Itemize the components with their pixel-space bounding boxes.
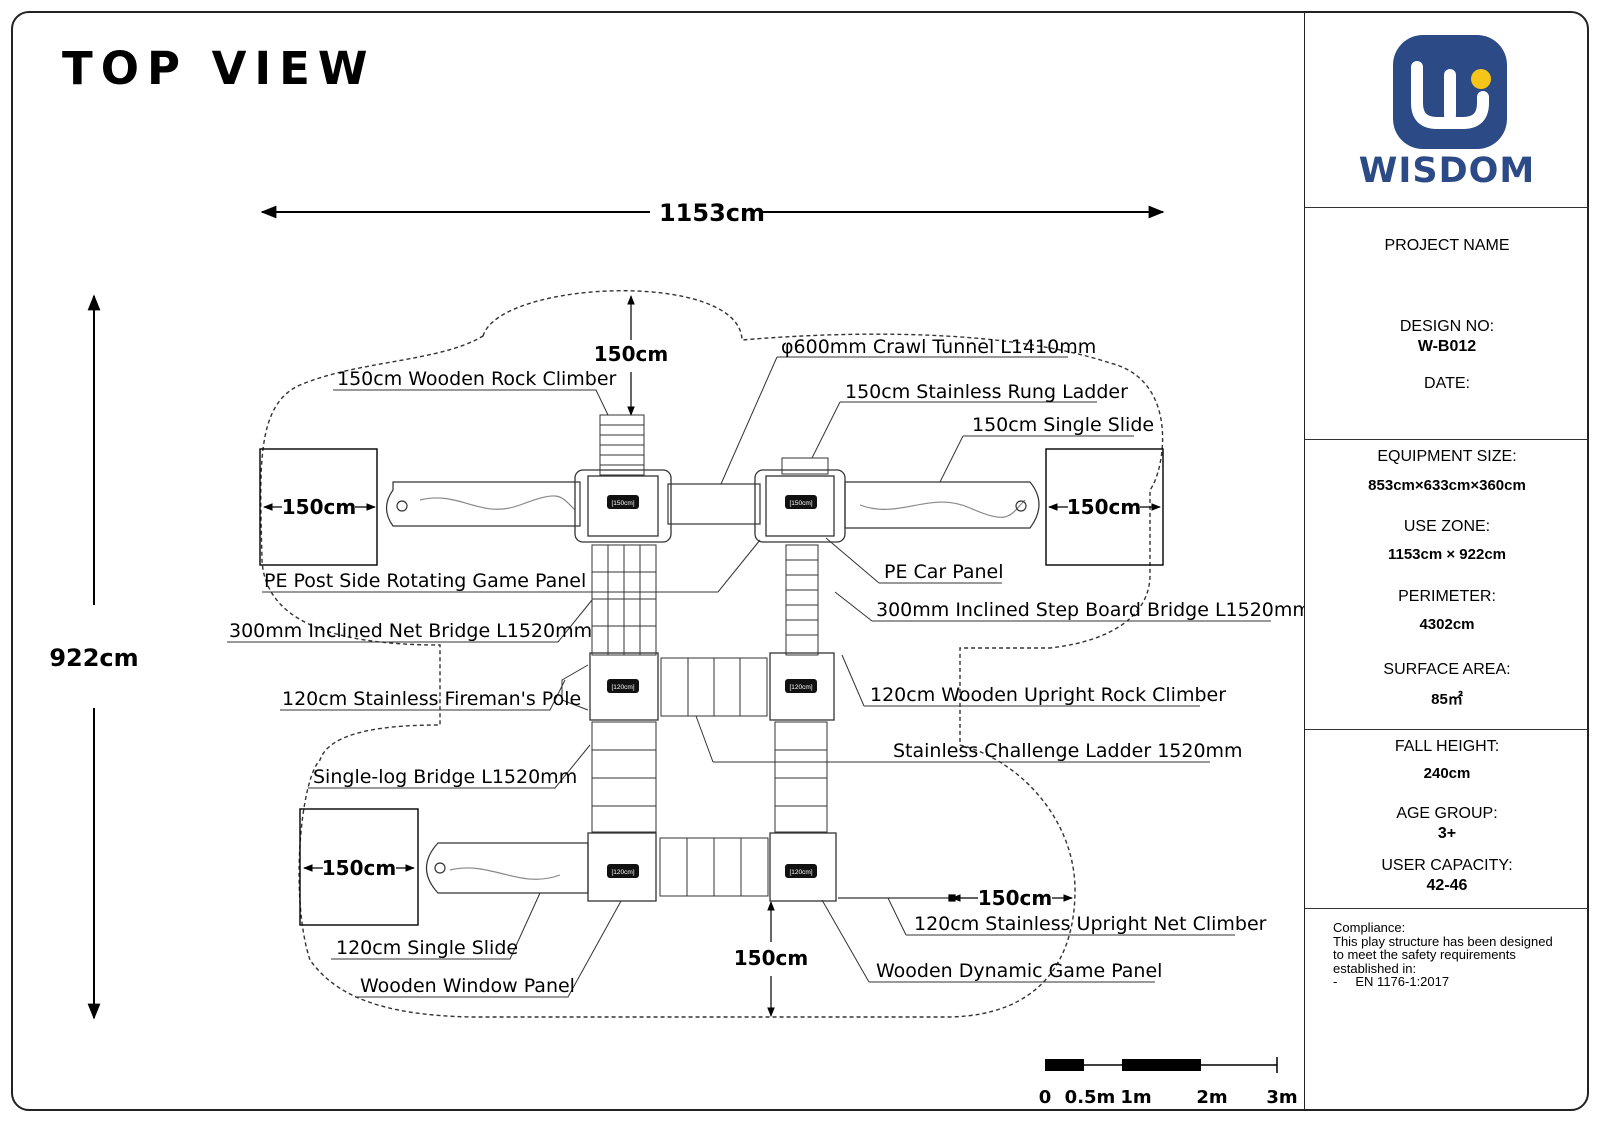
towers bbox=[574, 469, 846, 902]
label-firemans-pole: 120cm Stainless Fireman's Pole bbox=[282, 688, 581, 710]
label-wooden-rock-climber: 150cm Wooden Rock Climber bbox=[337, 368, 617, 390]
compliance-line: This play structure has been designed bbox=[1333, 933, 1553, 949]
scale-bar bbox=[1045, 1057, 1278, 1073]
slides bbox=[385, 481, 1040, 894]
use-zone-outline bbox=[260, 290, 1164, 1018]
equipment-size-value: 853cm×633cm×360cm bbox=[1368, 477, 1526, 494]
compliance-text: Compliance: This play structure has been… bbox=[1333, 921, 1553, 989]
deck-tag-1: [150cm] bbox=[611, 500, 634, 507]
separator bbox=[1305, 207, 1589, 208]
use-zone-value: 1153cm × 922cm bbox=[1387, 546, 1507, 563]
clearance-top: 150cm bbox=[594, 342, 668, 366]
clearance-bottom: 150cm bbox=[734, 946, 808, 970]
user-capacity-label: USER CAPACITY: bbox=[1381, 857, 1513, 874]
equipment-size-label: EQUIPMENT SIZE: bbox=[1377, 448, 1517, 465]
label-rung-ladder: 150cm Stainless Rung Ladder bbox=[845, 381, 1128, 403]
label-single-slide-150: 150cm Single Slide bbox=[972, 414, 1154, 436]
surface-area-value: 85㎡ bbox=[1431, 691, 1463, 708]
compliance-line: established in: bbox=[1333, 960, 1417, 976]
compliance-line: to meet the safety requirements bbox=[1333, 947, 1516, 962]
label-net-climber: 120cm Stainless Upright Net Climber bbox=[914, 913, 1267, 935]
separator bbox=[1305, 729, 1589, 730]
use-zone-label: USE ZONE: bbox=[1403, 518, 1491, 535]
deck-tags bbox=[607, 495, 817, 878]
perimeter-label: PERIMETER: bbox=[1398, 588, 1496, 605]
compliance-line: Compliance: bbox=[1333, 920, 1406, 935]
deck-tag-3: [120cm] bbox=[611, 684, 634, 691]
clearance-bottom-slide: 150cm bbox=[322, 856, 396, 880]
brand-name: WISDOM bbox=[1358, 151, 1536, 191]
scale-tick-3: 3m bbox=[1266, 1087, 1297, 1108]
label-single-log-bridge: Single-log Bridge L1520mm bbox=[313, 766, 577, 788]
clearance-dims bbox=[263, 295, 1161, 1017]
clearance-right-slide: 150cm bbox=[1067, 495, 1141, 519]
user-capacity-value: 42-46 bbox=[1426, 877, 1468, 894]
top-view-drawing: 1153cm 922cm 150cm 150cm 150cm 150cm 150… bbox=[49, 12, 1305, 1110]
deck-tag-4: [120cm] bbox=[789, 684, 812, 691]
scale-tick-0: 0 bbox=[1039, 1087, 1052, 1108]
deck-tag-2: [150cm] bbox=[789, 500, 812, 507]
compliance-line: - EN 1176-1:2017 bbox=[1333, 974, 1450, 989]
date-label: DATE: bbox=[1424, 375, 1470, 392]
slide-zone-left bbox=[259, 448, 378, 566]
wisdom-logo bbox=[1393, 35, 1507, 149]
scale-tick-1: 1m bbox=[1120, 1087, 1151, 1108]
perimeter-value: 4302cm bbox=[1419, 616, 1475, 633]
label-net-bridge: 300mm Inclined Net Bridge L1520mm bbox=[229, 620, 592, 642]
drawing-title: TOP VIEW bbox=[62, 42, 376, 95]
slide-zone-bottom bbox=[299, 808, 419, 926]
label-window-panel: Wooden Window Panel bbox=[360, 975, 575, 997]
age-group-label: AGE GROUP: bbox=[1396, 805, 1498, 822]
crawl-tunnel bbox=[667, 483, 761, 525]
bridges bbox=[561, 544, 828, 897]
width-dimension: 1153cm bbox=[659, 199, 765, 227]
depth-dimension: 922cm bbox=[49, 644, 138, 672]
fall-height-label: FALL HEIGHT: bbox=[1394, 738, 1500, 755]
wooden-rock-climber bbox=[599, 414, 645, 476]
separator bbox=[1305, 439, 1589, 440]
slide-zone-right bbox=[1045, 448, 1164, 566]
scale-tick-2: 2m bbox=[1196, 1087, 1227, 1108]
label-step-board-bridge: 300mm Inclined Step Board Bridge L1520mm bbox=[876, 599, 1305, 621]
callout-leaders bbox=[227, 356, 1271, 998]
label-single-slide-120: 120cm Single Slide bbox=[336, 937, 518, 959]
deck-tag-6: [120cm] bbox=[789, 869, 812, 876]
surface-area-label: SURFACE AREA: bbox=[1383, 661, 1511, 678]
label-rotating-game-panel: PE Post Side Rotating Game Panel bbox=[264, 570, 586, 592]
separator bbox=[1305, 908, 1589, 909]
drawing-sheet bbox=[11, 11, 1589, 1111]
clearance-left-slide: 150cm bbox=[282, 495, 356, 519]
label-upright-rock-climber: 120cm Wooden Upright Rock Climber bbox=[870, 684, 1226, 706]
design-no-value: W-B012 bbox=[1417, 338, 1477, 355]
scale-tick-half: 0.5m bbox=[1065, 1087, 1116, 1108]
stainless-rung-ladder bbox=[781, 457, 829, 475]
deck-tag-5: [120cm] bbox=[611, 869, 634, 876]
age-group-value: 3+ bbox=[1437, 825, 1457, 842]
project-name-label: PROJECT NAME bbox=[1384, 237, 1510, 254]
label-pe-car-panel: PE Car Panel bbox=[884, 561, 1004, 583]
title-block: WISDOM PROJECT NAME DESIGN NO: W-B012 DA… bbox=[1305, 11, 1589, 1111]
design-no-label: DESIGN NO: bbox=[1399, 318, 1495, 335]
fall-height-value: 240cm bbox=[1423, 765, 1471, 782]
label-crawl-tunnel: φ600mm Crawl Tunnel L1410mm bbox=[781, 336, 1096, 358]
clearance-right-bottom: 150cm bbox=[978, 886, 1052, 910]
label-dynamic-game-panel: Wooden Dynamic Game Panel bbox=[876, 960, 1162, 982]
label-challenge-ladder: Stainless Challenge Ladder 1520mm bbox=[893, 740, 1243, 762]
